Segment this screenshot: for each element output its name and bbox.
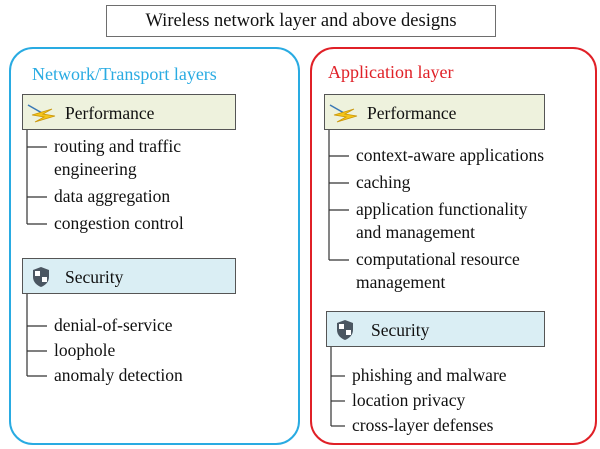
right-security-item: phishing and malware xyxy=(352,365,507,385)
right-performance-item: management xyxy=(356,272,446,292)
shield-icon xyxy=(31,266,51,293)
application-panel xyxy=(310,47,597,445)
left-performance-item: engineering xyxy=(54,159,137,179)
left-performance-item: routing and traffic xyxy=(54,136,181,156)
right-performance-item: computational resource xyxy=(356,249,520,269)
left-performance-box: Performance xyxy=(22,94,236,130)
right-performance-item: caching xyxy=(356,172,411,192)
right-performance-label: Performance xyxy=(367,103,457,123)
right-security-label: Security xyxy=(371,320,430,340)
network-transport-panel xyxy=(9,47,300,445)
left-security-item: loophole xyxy=(54,340,116,360)
right-performance-item: and management xyxy=(356,222,476,242)
right-security-item: cross-layer defenses xyxy=(352,415,494,435)
shield-icon xyxy=(335,319,355,346)
lightning-icon xyxy=(328,103,360,130)
left-performance-item: data aggregation xyxy=(54,186,171,206)
diagram-title: Wireless network layer and above designs xyxy=(106,5,496,37)
left-performance-item: congestion control xyxy=(54,213,184,233)
right-performance-item: application functionality xyxy=(356,199,528,219)
left-security-box: Security xyxy=(22,258,236,294)
network-transport-panel-title: Network/Transport layers xyxy=(32,64,217,84)
right-security-item: location privacy xyxy=(352,390,466,410)
lightning-icon xyxy=(26,103,58,130)
application-panel-title: Application layer xyxy=(328,62,454,82)
left-security-label: Security xyxy=(65,267,124,287)
left-performance-label: Performance xyxy=(65,103,155,123)
left-security-item: anomaly detection xyxy=(54,365,183,385)
left-security-item: denial-of-service xyxy=(54,315,173,335)
right-security-box: Security xyxy=(326,311,545,347)
right-performance-item: context-aware applications xyxy=(356,145,545,165)
right-performance-box: Performance xyxy=(324,94,545,130)
